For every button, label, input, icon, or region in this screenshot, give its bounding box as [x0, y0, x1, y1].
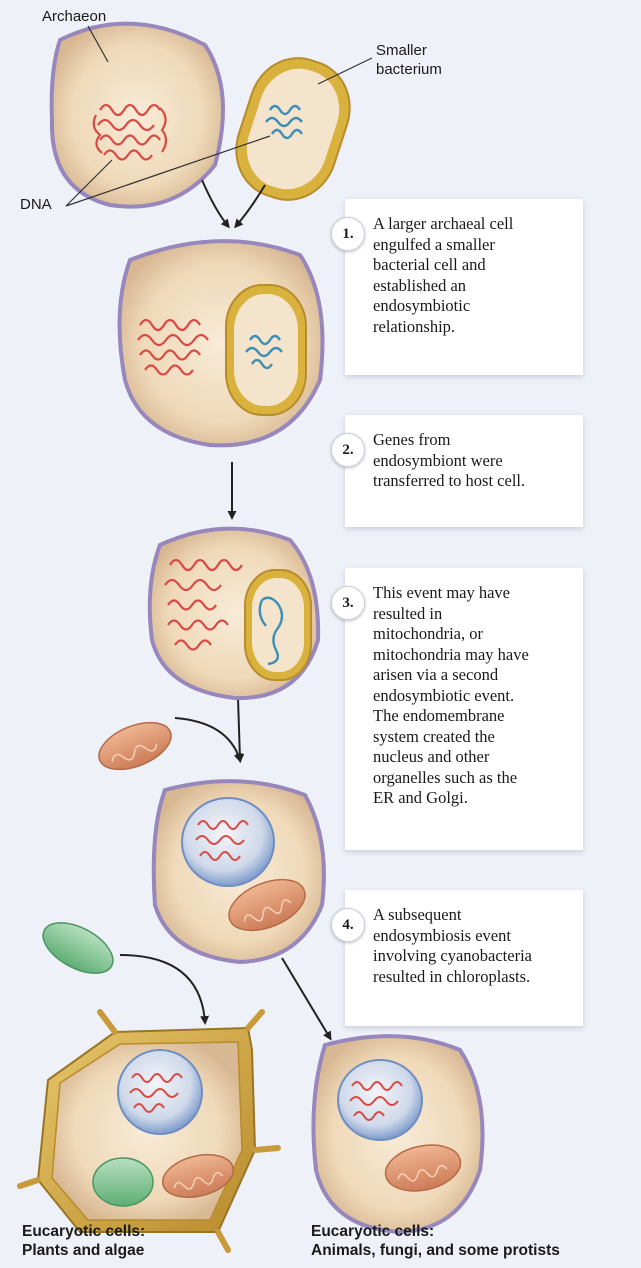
step-1-line: endosymbiotic — [373, 296, 573, 317]
plant-cell — [20, 1012, 278, 1250]
step-3-line: arisen via a second — [373, 665, 573, 686]
cell-stage-2 — [150, 529, 318, 698]
plants-caption-line2: Plants and algae — [22, 1241, 145, 1260]
step-3-line: mitochondria may have — [373, 645, 573, 666]
step-3-line: nucleus and other — [373, 747, 573, 768]
step-4-line: resulted in chloroplasts. — [373, 967, 573, 988]
cell-stage-3 — [154, 781, 324, 962]
step-4-line: endosymbiosis event — [373, 926, 573, 947]
step-4-line: involving cyanobacteria — [373, 946, 573, 967]
step-text-1: A larger archaeal cell engulfed a smalle… — [373, 214, 573, 337]
dna-label: DNA — [20, 196, 52, 214]
step-1-line: relationship. — [373, 317, 573, 338]
step-1-line: A larger archaeal cell — [373, 214, 573, 235]
step-4-line: A subsequent — [373, 905, 573, 926]
animals-caption-line1: Eucaryotic cells: — [311, 1222, 560, 1241]
step-number-2: 2. — [331, 433, 365, 467]
animal-cell — [313, 1036, 482, 1232]
step-3-line: organelles such as the — [373, 768, 573, 789]
step-3-line: ER and Golgi. — [373, 788, 573, 809]
step-3-line: mitochondria, or — [373, 624, 573, 645]
step-3-line: endosymbiotic event. — [373, 686, 573, 707]
step-1-line: bacterial cell and — [373, 255, 573, 276]
smaller-bacterium-label-line1: Smaller — [376, 42, 427, 60]
animals-caption: Eucaryotic cells: Animals, fungi, and so… — [311, 1222, 560, 1260]
step-number-4: 4. — [331, 908, 365, 942]
step-number-3: 3. — [331, 586, 365, 620]
cell-stage-1 — [120, 241, 323, 445]
step-3-line: system created the — [373, 727, 573, 748]
animals-caption-line2: Animals, fungi, and some protists — [311, 1241, 560, 1260]
step-text-2: Genes from endosymbiont were transferred… — [373, 430, 573, 492]
step-box-2: 2. Genes from endosymbiont were transfer… — [345, 415, 583, 527]
smaller-bacterium — [224, 46, 363, 212]
step-3-line: resulted in — [373, 604, 573, 625]
step-box-4: 4. A subsequent endosymbiosis event invo… — [345, 890, 583, 1026]
archaeon-cell — [52, 24, 223, 207]
free-mitochondrion — [92, 713, 177, 779]
smaller-bacterium-label-line2: bacterium — [376, 61, 442, 79]
step-3-line: The endomembrane — [373, 706, 573, 727]
step-number-1: 1. — [331, 217, 365, 251]
step-2-line: transferred to host cell. — [373, 471, 573, 492]
step-box-1: 1. A larger archaeal cell engulfed a sma… — [345, 199, 583, 375]
step-1-line: engulfed a smaller — [373, 235, 573, 256]
plants-caption: Eucaryotic cells: Plants and algae — [22, 1222, 145, 1260]
step-text-3: This event may have resulted in mitochon… — [373, 583, 573, 809]
step-2-line: Genes from — [373, 430, 573, 451]
archaeon-label: Archaeon — [42, 8, 106, 26]
step-3-line: This event may have — [373, 583, 573, 604]
free-cyanobacterium — [35, 913, 121, 984]
step-2-line: endosymbiont were — [373, 451, 573, 472]
step-1-line: established an — [373, 276, 573, 297]
step-text-4: A subsequent endosymbiosis event involvi… — [373, 905, 573, 987]
step-box-3: 3. This event may have resulted in mitoc… — [345, 568, 583, 850]
plants-caption-line1: Eucaryotic cells: — [22, 1222, 145, 1241]
